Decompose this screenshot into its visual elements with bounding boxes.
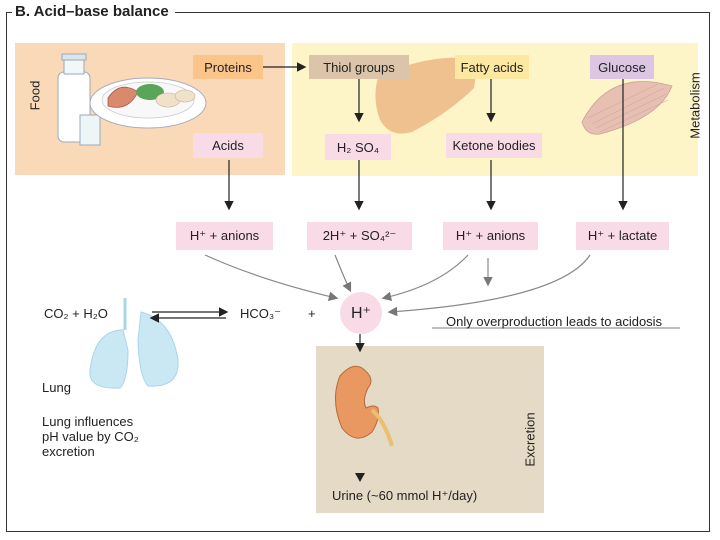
h-ion-circle: H⁺ (340, 292, 382, 334)
food-label: Food (27, 80, 43, 111)
glucose-box: Glucose (590, 55, 654, 79)
thiol-groups-box: Thiol groups (309, 55, 409, 79)
h2so4-box: H₂ SO₄ (325, 134, 391, 160)
urine-arrow-head (355, 473, 365, 482)
h-lactate-box: H⁺ + lactate (576, 222, 669, 250)
metabolism-label: Metabolism (687, 72, 703, 139)
acids-box: Acids (193, 133, 263, 158)
convergence-arrows (204, 254, 680, 329)
plate-icon (89, 77, 207, 129)
fatty-acids-box: Fatty acids (455, 55, 529, 79)
figure-title: B. Acid–base balance (12, 3, 175, 20)
urine-label: Urine (~60 mmol H⁺/day) (332, 488, 478, 503)
proteins-box: Proteins (193, 55, 263, 79)
lung-label: Lung (42, 380, 71, 395)
hco3-label: HCO₃⁻ (240, 306, 282, 321)
figure-frame (6, 12, 710, 532)
overproduction-note: Only overproduction leads to acidosis (446, 314, 663, 329)
flow-arrows (149, 62, 628, 353)
co2-h2o-label: CO₂ + H₂O (44, 306, 108, 321)
h-so4-box: 2H⁺ + SO₄²⁻ (307, 222, 412, 250)
excretion-label: Excretion (522, 412, 538, 467)
ketone-bodies-box: Ketone bodies (446, 133, 542, 158)
lung-icon (89, 298, 179, 389)
kidney-icon (335, 365, 394, 447)
lung-influence-note: Lung influences pH value by CO₂ excretio… (42, 414, 139, 459)
glass-icon (79, 114, 101, 146)
muscle-icon (581, 81, 673, 135)
h-anions-box-2: H⁺ + anions (443, 222, 538, 250)
plus-label: + (308, 306, 316, 321)
h-anions-box-1: H⁺ + anions (176, 222, 273, 250)
